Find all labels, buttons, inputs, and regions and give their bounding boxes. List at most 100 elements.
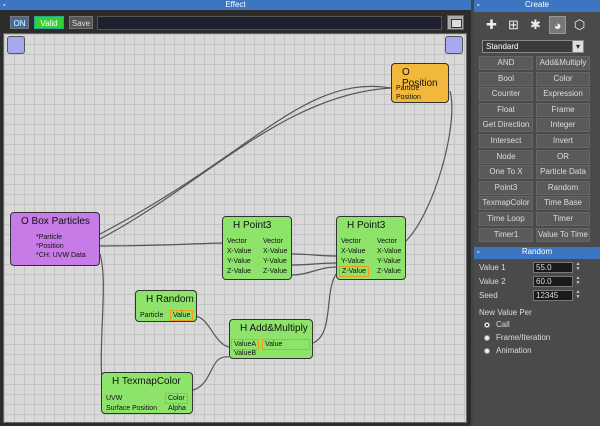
left-scroll-handle[interactable] [7, 36, 25, 54]
node-h-point3-a[interactable]: H Point3 Vector X-Value Y-Value Z-Value … [222, 216, 292, 280]
output-y-value[interactable]: Y-Value [377, 258, 401, 265]
collapse-icon[interactable]: - [477, 247, 480, 256]
node-h-add-multiply[interactable]: H Add&Multiply ValueA ValueB Value [229, 319, 313, 359]
radio-animation-label[interactable]: Animation [496, 346, 532, 355]
create-texmapcolor-button[interactable]: TexmapColor [479, 196, 533, 211]
input-z-value[interactable]: Z-Value [227, 268, 251, 275]
node-canvas[interactable]: O Position Particle Position O Box Parti… [3, 33, 467, 423]
input-x-value[interactable]: X-Value [341, 248, 366, 255]
on-button[interactable]: ON [10, 16, 29, 29]
valid-indicator[interactable]: Valid [34, 16, 64, 29]
right-scroll-handle[interactable] [445, 36, 463, 54]
create-title: Create [524, 0, 549, 9]
node-h-point3-b[interactable]: H Point3 Vector X-Value Y-Value Z-Value … [336, 216, 406, 280]
output-value[interactable]: Value [170, 310, 194, 321]
save-button[interactable]: Save [69, 16, 93, 29]
category-dropdown[interactable]: Standard [482, 40, 584, 53]
create-and-button[interactable]: AND [479, 56, 533, 70]
output-vector[interactable]: Vector [377, 238, 397, 245]
value2-spinner-icon[interactable]: ▲▼ [575, 275, 581, 286]
output-z-value[interactable]: Z-Value [263, 268, 287, 275]
port-position[interactable]: *Position [36, 243, 64, 250]
input-value-a[interactable]: ValueA [231, 339, 260, 350]
value1-label: Value 1 [479, 263, 506, 272]
input-y-value[interactable]: Y-Value [341, 258, 365, 265]
output-z-value[interactable]: Z-Value [377, 268, 401, 275]
sphere-icon[interactable]: ◕ [549, 16, 566, 34]
port-particle[interactable]: *Particle [36, 234, 63, 241]
create-bool-button[interactable]: Bool [479, 71, 533, 86]
wire-point3a-x-to-point3b [291, 253, 337, 257]
input-vector[interactable]: Vector [227, 238, 247, 245]
create-random-button[interactable]: Random [536, 180, 590, 195]
node-o-position[interactable]: O Position Particle Position [391, 63, 449, 103]
create-time-base-button[interactable]: Time Base [536, 196, 590, 211]
create-integer-button[interactable]: Integer [536, 118, 590, 133]
radio-call[interactable] [484, 322, 490, 328]
radio-frame-iteration[interactable] [484, 335, 490, 341]
input-x-value[interactable]: X-Value [227, 248, 252, 255]
input-value-b[interactable]: ValueB [234, 350, 257, 357]
create-get-direction-button[interactable]: Get Direction [479, 118, 533, 133]
output-x-value[interactable]: X-Value [377, 248, 402, 255]
create-timer1-button[interactable]: Timer1 [479, 227, 533, 242]
output-x-value[interactable]: X-Value [263, 248, 288, 255]
radio-call-label[interactable]: Call [496, 320, 510, 329]
radio-frame-iteration-label[interactable]: Frame/Iteration [496, 333, 551, 342]
create-invert-button[interactable]: Invert [536, 134, 590, 148]
output-y-value[interactable]: Y-Value [263, 258, 287, 265]
input-surface-position[interactable]: Surface Position [106, 405, 157, 412]
add-node-icon[interactable]: ⊞ [508, 17, 519, 32]
create-frame-button[interactable]: Frame [536, 102, 590, 117]
create-float-button[interactable]: Float [479, 102, 533, 117]
seed-spinner-icon[interactable]: ▲▼ [575, 289, 581, 300]
input-z-value[interactable]: Z-Value [339, 266, 369, 277]
output-vector[interactable]: Vector [263, 238, 283, 245]
seed-input[interactable]: 12345 [533, 290, 573, 301]
create-expression-button[interactable]: Expression [536, 87, 590, 102]
node-h-random[interactable]: H Random Particle Value [135, 290, 197, 322]
create-add-multiply-button[interactable]: Add&Multiply [536, 56, 590, 70]
chevron-down-icon[interactable]: ▾ [572, 40, 584, 53]
create-particle-data-button[interactable]: Particle Data [536, 165, 590, 180]
radio-animation[interactable] [484, 348, 490, 354]
gear-icon[interactable]: ✱ [530, 17, 541, 32]
node-title: H Point3 [233, 220, 272, 231]
input-particle[interactable]: Particle [140, 312, 164, 319]
create-time-loop-button[interactable]: Time Loop [479, 212, 533, 226]
output-color[interactable]: Color [165, 393, 188, 404]
create-node-button[interactable]: Node [479, 149, 533, 164]
port-particle[interactable]: Particle [396, 85, 420, 92]
image-icon[interactable] [447, 15, 464, 30]
cube-icon[interactable]: ⬡ [573, 17, 586, 32]
create-counter-button[interactable]: Counter [479, 87, 533, 102]
create-or-button[interactable]: OR [536, 149, 590, 164]
output-value[interactable]: Value [262, 339, 310, 350]
input-vector[interactable]: Vector [341, 238, 361, 245]
output-alpha[interactable]: Alpha [168, 405, 186, 412]
node-title: H TexmapColor [112, 376, 181, 387]
port-uvw-data[interactable]: *CH: UVW Data [36, 252, 86, 259]
create-point3-button[interactable]: Point3 [479, 180, 533, 195]
collapse-icon[interactable]: - [3, 0, 6, 9]
plus-connect-icon[interactable]: ✚ [486, 17, 497, 32]
node-o-box-particles[interactable]: O Box Particles *Particle *Position *CH:… [10, 212, 100, 266]
value1-input[interactable]: 55.0 [533, 262, 573, 273]
port-position[interactable]: Position [396, 94, 421, 101]
value2-input[interactable]: 60.0 [533, 276, 573, 287]
input-y-value[interactable]: Y-Value [227, 258, 251, 265]
wire-box-particle-to-oposition [99, 85, 392, 235]
expression-field[interactable] [97, 16, 442, 30]
create-intersect-button[interactable]: Intersect [479, 134, 533, 148]
value1-spinner-icon[interactable]: ▲▼ [575, 261, 581, 272]
create-color-button[interactable]: Color [536, 71, 590, 86]
input-uvw[interactable]: UVW [106, 395, 123, 402]
node-title: H Point3 [347, 220, 386, 231]
create-value-to-time-button[interactable]: Value To Time [536, 227, 590, 242]
node-h-texmap-color[interactable]: H TexmapColor UVW Surface Position Color… [101, 372, 193, 414]
create-icons: ✚ ⊞ ✱ ◕ ⬡ [483, 16, 591, 36]
create-timer-button[interactable]: Timer [536, 212, 590, 226]
collapse-icon[interactable]: - [477, 0, 480, 9]
create-one-to-x-button[interactable]: One To X [479, 165, 533, 180]
